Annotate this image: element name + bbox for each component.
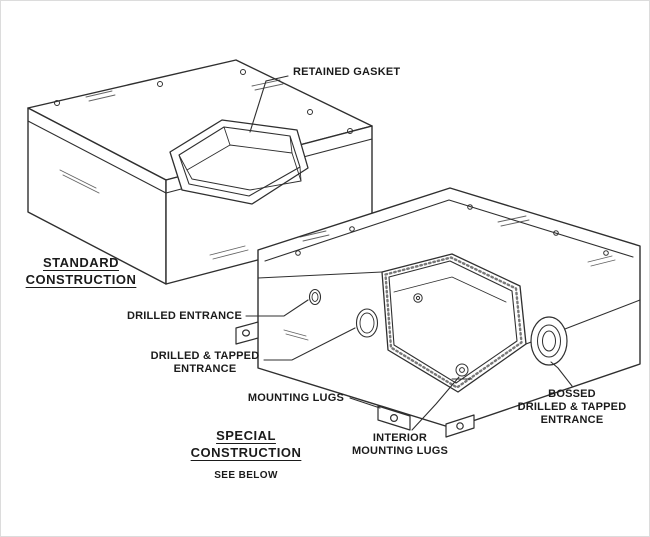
interior-mounting-lug-bottom <box>451 363 473 380</box>
mounting-lugs-text: MOUNTING LUGS <box>247 392 344 404</box>
special-construction-line2: CONSTRUCTION <box>190 445 302 460</box>
leader-interior-lugs <box>411 376 460 431</box>
standard-construction-line2: CONSTRUCTION <box>25 272 137 287</box>
special-box-hatch-marks <box>283 215 616 341</box>
mounting-lug-bottom-b <box>445 414 475 438</box>
drilled-tapped-entrance-hole <box>355 308 379 338</box>
bossed-line2: DRILLED & TAPPED <box>517 401 627 413</box>
label-mounting-lugs: MOUNTING LUGS <box>240 392 344 405</box>
special-box-interior-wall <box>393 276 507 303</box>
label-special-construction: SPECIAL CONSTRUCTION <box>183 427 309 461</box>
interior-lugs-line1: INTERIOR <box>372 432 428 444</box>
drilled-entrance-text: DRILLED ENTRANCE <box>126 310 242 322</box>
special-gasket-groove <box>388 260 518 384</box>
label-bossed-entrance: BOSSED DRILLED & TAPPED ENTRANCE <box>509 388 635 427</box>
leader-bossed-entrance <box>550 361 573 387</box>
standard-box-hatch-marks <box>59 79 284 260</box>
retained-gasket-text: RETAINED GASKET <box>293 66 401 78</box>
label-drilled-entrance: DRILLED ENTRANCE <box>104 310 242 323</box>
interior-lugs-line2: MOUNTING LUGS <box>351 445 449 457</box>
interior-mounting-lug-top <box>413 293 423 303</box>
leader-drilled-entrance <box>245 299 309 317</box>
leader-lines <box>245 75 573 431</box>
standard-construction-line1: STANDARD <box>43 255 119 270</box>
label-retained-gasket: RETAINED GASKET <box>293 66 400 79</box>
special-box-flange-line <box>264 199 634 262</box>
bossed-line3: ENTRANCE <box>540 414 604 426</box>
mounting-lug-bottom-a <box>377 405 411 431</box>
bossed-entrance-hole <box>530 316 568 366</box>
gasket-groove-hatching <box>384 256 523 389</box>
special-box-opening <box>381 253 527 393</box>
see-below-text: SEE BELOW <box>214 470 278 481</box>
bossed-line1: BOSSED <box>548 388 596 400</box>
leader-drilled-tapped <box>263 327 356 361</box>
special-box-face-edge-left <box>257 271 383 279</box>
standard-box-opening <box>169 119 309 205</box>
label-interior-mounting-lugs: INTERIOR MOUNTING LUGS <box>337 432 463 458</box>
leader-retained-gasket <box>249 75 289 133</box>
drilled-entrance-hole <box>308 288 322 306</box>
standard-box-interior-walls <box>178 126 302 182</box>
drilled-tapped-line1: DRILLED & TAPPED <box>150 350 260 362</box>
label-drilled-tapped-entrance: DRILLED & TAPPED ENTRANCE <box>142 350 268 376</box>
special-box-lid-screws <box>295 204 609 256</box>
mounting-lug-left <box>235 321 259 345</box>
drilled-tapped-line2: ENTRANCE <box>173 363 237 375</box>
standard-box <box>27 59 373 285</box>
label-standard-construction: STANDARD CONSTRUCTION <box>8 254 154 288</box>
special-construction-line1: SPECIAL <box>216 428 276 443</box>
leader-mounting-lugs <box>349 397 381 409</box>
standard-box-lid-screws <box>54 69 353 134</box>
special-box <box>235 187 641 438</box>
label-see-below: SEE BELOW <box>183 470 309 482</box>
